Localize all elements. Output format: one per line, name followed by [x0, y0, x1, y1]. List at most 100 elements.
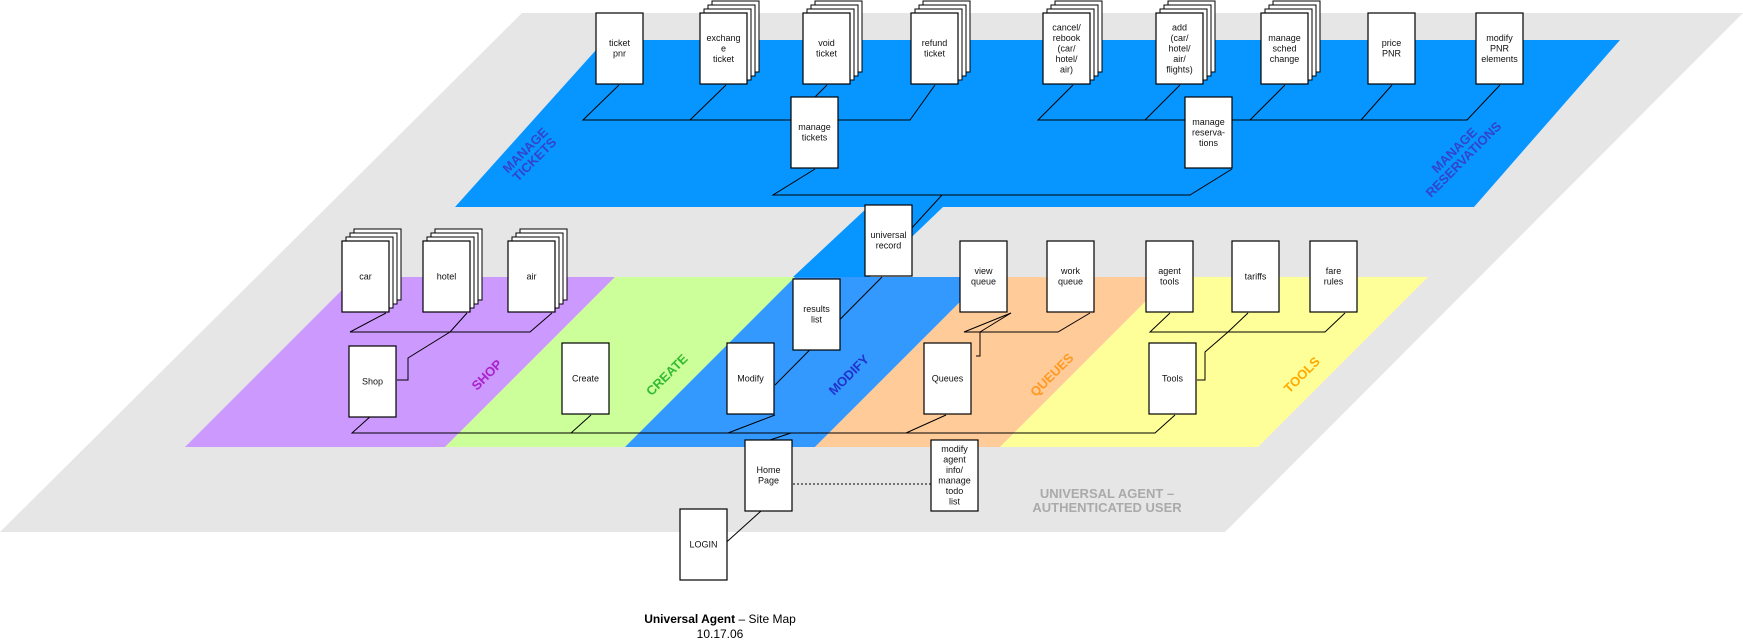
- node-label-line: price: [1382, 38, 1402, 48]
- node-label-line: Modify: [737, 373, 764, 383]
- node-label: cancel/rebook(car/hotel/air): [1052, 22, 1081, 74]
- node-label-line: ticket: [713, 54, 735, 64]
- node-box: [1184, 96, 1233, 169]
- node-label-line: PNR: [1382, 49, 1402, 59]
- node-label-line: manage: [798, 122, 831, 132]
- node-label-line: tickets: [802, 133, 828, 143]
- caption-title-line: Universal Agent – Site Map: [0, 612, 1440, 627]
- node-label-line: info/: [946, 465, 964, 475]
- node-box: [1042, 12, 1091, 85]
- node-box: [910, 12, 959, 85]
- node-box: [422, 240, 471, 313]
- caption-title-rest: – Site Map: [735, 612, 796, 626]
- node-label: tariffs: [1245, 271, 1267, 281]
- node-label-line: PNR: [1490, 43, 1510, 53]
- caption-title-bold: Universal Agent: [644, 612, 736, 626]
- node-label-line: rebook: [1053, 33, 1081, 43]
- node-air: air: [507, 228, 568, 313]
- node-box: [595, 12, 644, 85]
- node-label-line: air: [526, 271, 536, 281]
- node-label-line: e: [721, 43, 726, 53]
- node-modify: Modify: [726, 342, 775, 415]
- node-label: air: [526, 271, 536, 281]
- node-create: Create: [561, 342, 610, 415]
- node-label-line: Queues: [932, 373, 964, 383]
- node-hotel: hotel: [422, 228, 483, 313]
- node-label-line: air): [1060, 64, 1073, 74]
- node-cancel-rebook: cancel/rebook(car/hotel/air): [1042, 0, 1103, 85]
- node-label-line: Tools: [1162, 373, 1184, 383]
- node-label-line: tions: [1199, 138, 1219, 148]
- node-box: [1148, 342, 1197, 415]
- node-label-line: LOGIN: [689, 539, 717, 549]
- tools-plane: [1000, 277, 1428, 447]
- node-box: [744, 439, 793, 512]
- shop-plane: [185, 277, 615, 447]
- node-label: Queues: [932, 373, 964, 383]
- node-label: Modify: [737, 373, 764, 383]
- node-label-line: add: [1172, 22, 1187, 32]
- node-label-line: agent: [943, 455, 966, 465]
- node-label-line: (car/: [1171, 33, 1189, 43]
- node-login: LOGIN: [679, 508, 728, 581]
- node-label: LOGIN: [689, 539, 717, 549]
- node-label-line: queue: [1058, 277, 1083, 287]
- node-label-line: fare: [1326, 266, 1342, 276]
- plane-label-line: AUTHENTICATED USER: [1032, 500, 1182, 515]
- node-tools: Tools: [1148, 342, 1197, 415]
- node-label-line: universal: [870, 230, 906, 240]
- node-label-line: cancel/: [1052, 22, 1081, 32]
- node-label: Shop: [362, 376, 383, 386]
- node-label: Tools: [1162, 373, 1184, 383]
- node-label-line: Shop: [362, 376, 383, 386]
- node-box: [1046, 240, 1095, 313]
- node-label-line: hotel: [437, 271, 457, 281]
- queues-plane: [815, 277, 1170, 447]
- node-label-line: hotel/: [1168, 43, 1191, 53]
- node-label-line: queue: [971, 277, 996, 287]
- node-queues: Queues: [923, 342, 972, 415]
- node-label-line: manage: [938, 476, 971, 486]
- node-label-line: sched: [1272, 43, 1296, 53]
- node-box: [1145, 240, 1194, 313]
- node-box: [507, 240, 556, 313]
- node-box: [930, 439, 979, 512]
- node-label-line: record: [876, 241, 902, 251]
- node-label-line: pnr: [613, 49, 626, 59]
- node-box: [959, 240, 1008, 313]
- plane-label-authenticated-user: UNIVERSAL AGENT –AUTHENTICATED USER: [1032, 486, 1182, 515]
- node-label-line: void: [818, 38, 835, 48]
- connector-lines: [349, 84, 1501, 549]
- node-box: [341, 240, 390, 313]
- node-label-line: car: [359, 271, 372, 281]
- node-label-line: Page: [758, 476, 779, 486]
- node-shop: Shop: [348, 345, 397, 418]
- node-box: [792, 278, 841, 351]
- node-box: [679, 508, 728, 581]
- node-car: car: [341, 228, 402, 313]
- node-box: [1309, 240, 1358, 313]
- node-box: [1155, 12, 1204, 85]
- node-label-line: list: [811, 315, 822, 325]
